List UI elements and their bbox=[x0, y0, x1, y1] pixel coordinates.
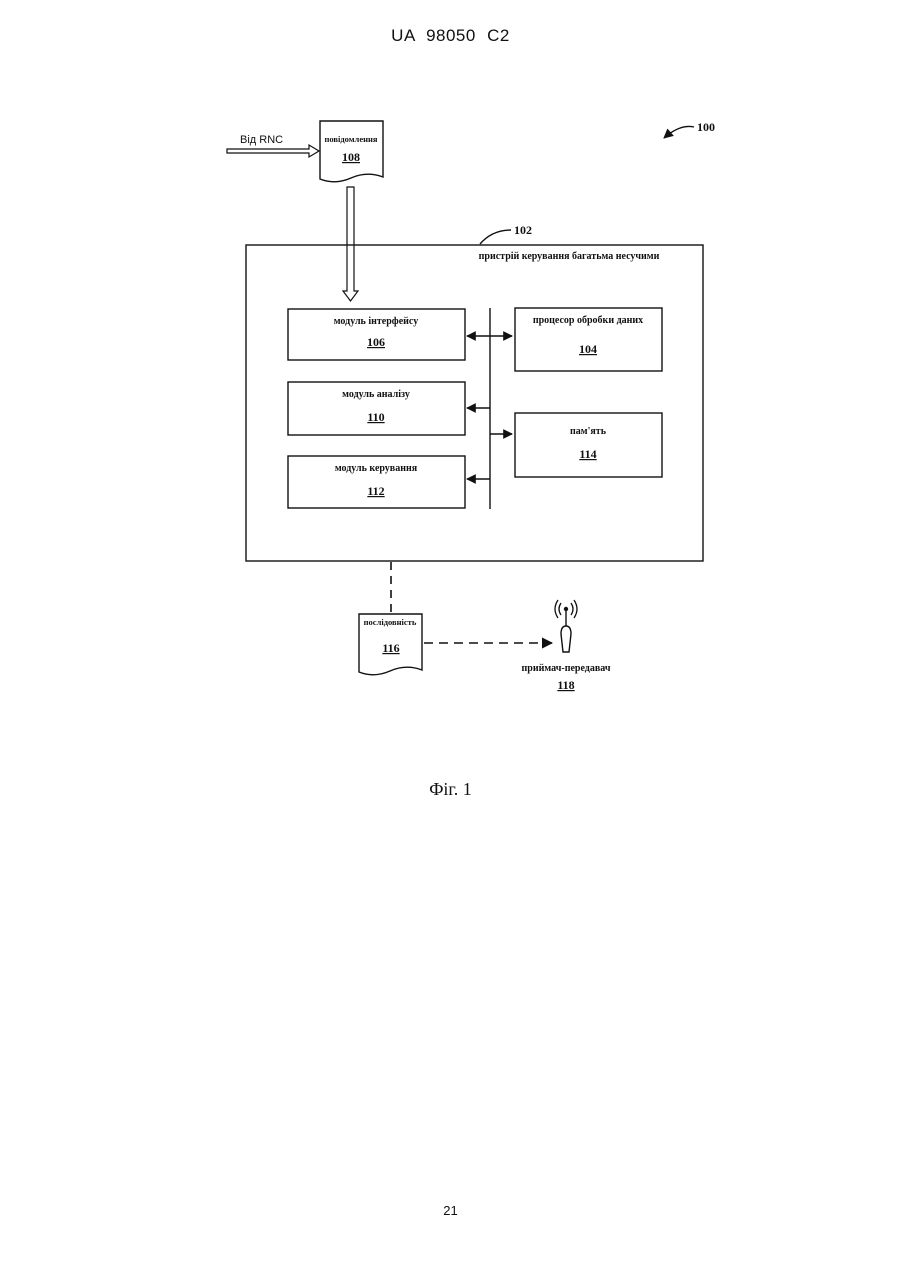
transceiver-ref: 118 bbox=[557, 678, 574, 692]
block-diagram: 100 Від RNC повідомлення 108 102 пристрі… bbox=[0, 0, 901, 760]
interface-module-label: модуль інтерфейсу bbox=[334, 316, 418, 327]
antenna-icon bbox=[555, 600, 577, 652]
figure-caption: Фіг. 1 bbox=[0, 779, 901, 800]
system-ref-leader bbox=[664, 126, 694, 138]
device-label: пристрій керування багатьма несучими bbox=[479, 251, 660, 262]
transceiver-label: приймач-передавач bbox=[522, 663, 611, 674]
control-module-ref: 112 bbox=[367, 484, 384, 498]
memory-box bbox=[515, 413, 662, 477]
sequence-ref: 116 bbox=[382, 641, 399, 655]
message-ref: 108 bbox=[342, 150, 360, 164]
device-box bbox=[246, 245, 703, 561]
message-down-arrow bbox=[343, 187, 358, 301]
device-ref-leader bbox=[480, 230, 511, 244]
analysis-module-label: модуль аналізу bbox=[342, 389, 410, 400]
analysis-module-ref: 110 bbox=[367, 410, 384, 424]
source-arrow bbox=[227, 145, 319, 157]
interface-module-ref: 106 bbox=[367, 335, 385, 349]
control-module-label: модуль керування bbox=[335, 463, 418, 474]
processor-label: процесор обробки даних bbox=[533, 315, 643, 326]
source-label: Від RNC bbox=[240, 134, 283, 146]
processor-ref: 104 bbox=[579, 342, 597, 356]
device-ref: 102 bbox=[514, 223, 532, 237]
message-label: повідомлення bbox=[324, 134, 377, 144]
page-number: 21 bbox=[0, 1203, 901, 1218]
sequence-label: послідовність bbox=[364, 617, 417, 627]
memory-label: пам'ять bbox=[570, 426, 607, 437]
system-ref: 100 bbox=[697, 120, 715, 134]
memory-ref: 114 bbox=[579, 447, 596, 461]
